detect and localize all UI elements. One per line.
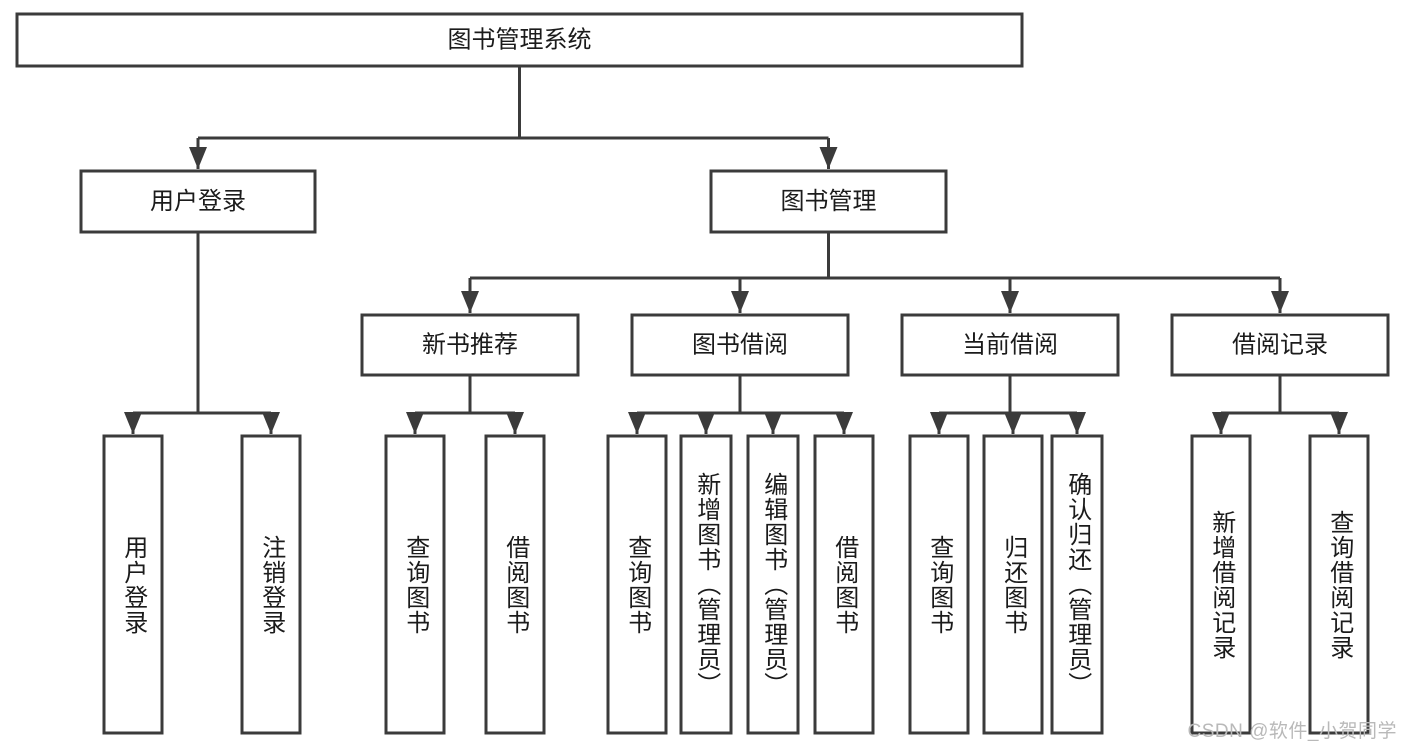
node-leaf-query-borrow-record-box[interactable] (1308, 434, 1370, 735)
arrow-head-icon (262, 412, 280, 434)
node-new-book-recommend-label: 新书推荐 (422, 331, 518, 358)
arrow-head-icon (628, 412, 646, 434)
arrow-head-icon (189, 147, 207, 169)
connector-layer (124, 66, 1348, 434)
node-current-borrow-label: 当前借阅 (962, 331, 1058, 358)
node-leaf-return-book-box[interactable] (982, 434, 1044, 735)
node-leaf-logout-login-box[interactable] (240, 434, 302, 735)
node-new-book-recommend-box[interactable] (360, 313, 580, 377)
arrow-head-icon (1001, 291, 1019, 313)
node-root-label: 图书管理系统 (448, 26, 592, 53)
node-leaf-query-book-cur-box[interactable] (908, 434, 970, 735)
watermark: CSDN @软件_小贺同学 (1187, 721, 1397, 742)
node-book-management-label: 图书管理 (781, 188, 877, 215)
node-leaf-user-login-box[interactable] (102, 434, 164, 735)
arrow-head-icon (406, 412, 424, 434)
node-leaf-add-borrow-record-box[interactable] (1190, 434, 1252, 735)
node-borrow-records-box[interactable] (1170, 313, 1390, 377)
node-user-login-box[interactable] (79, 169, 317, 234)
arrow-head-icon (1271, 291, 1289, 313)
arrow-head-icon (819, 147, 838, 169)
arrow-head-icon (1330, 412, 1348, 434)
arrow-head-icon (930, 412, 948, 434)
arrow-head-icon (1004, 412, 1022, 434)
node-leaf-query-book-borrow-box[interactable] (606, 434, 668, 735)
node-leaf-add-book-admin-box[interactable] (679, 434, 733, 735)
node-current-borrow-box[interactable] (900, 313, 1120, 377)
arrow-head-icon (764, 412, 782, 434)
node-leaf-confirm-return-admin-box[interactable] (1050, 434, 1104, 735)
box-layer (15, 12, 1390, 735)
node-book-borrow-label: 图书借阅 (692, 331, 788, 358)
node-leaf-edit-book-admin-box[interactable] (746, 434, 800, 735)
node-leaf-borrow-book-rec-box[interactable] (484, 434, 546, 735)
arrow-head-icon (835, 412, 853, 434)
node-user-login-label: 用户登录 (150, 188, 246, 215)
node-borrow-records-label: 借阅记录 (1232, 331, 1328, 358)
arrow-head-icon (697, 412, 715, 434)
arrow-head-icon (731, 291, 749, 313)
node-leaf-borrow-book-box[interactable] (813, 434, 875, 735)
node-leaf-query-book-rec-box[interactable] (384, 434, 446, 735)
arrow-head-icon (1068, 412, 1086, 434)
node-book-management-box[interactable] (709, 169, 948, 234)
node-root-box[interactable] (15, 12, 1024, 68)
arrow-head-icon (124, 412, 142, 434)
node-book-borrow-box[interactable] (630, 313, 850, 377)
arrow-head-icon (461, 291, 479, 313)
arrow-head-icon (1212, 412, 1230, 434)
arrow-head-icon (506, 412, 524, 434)
